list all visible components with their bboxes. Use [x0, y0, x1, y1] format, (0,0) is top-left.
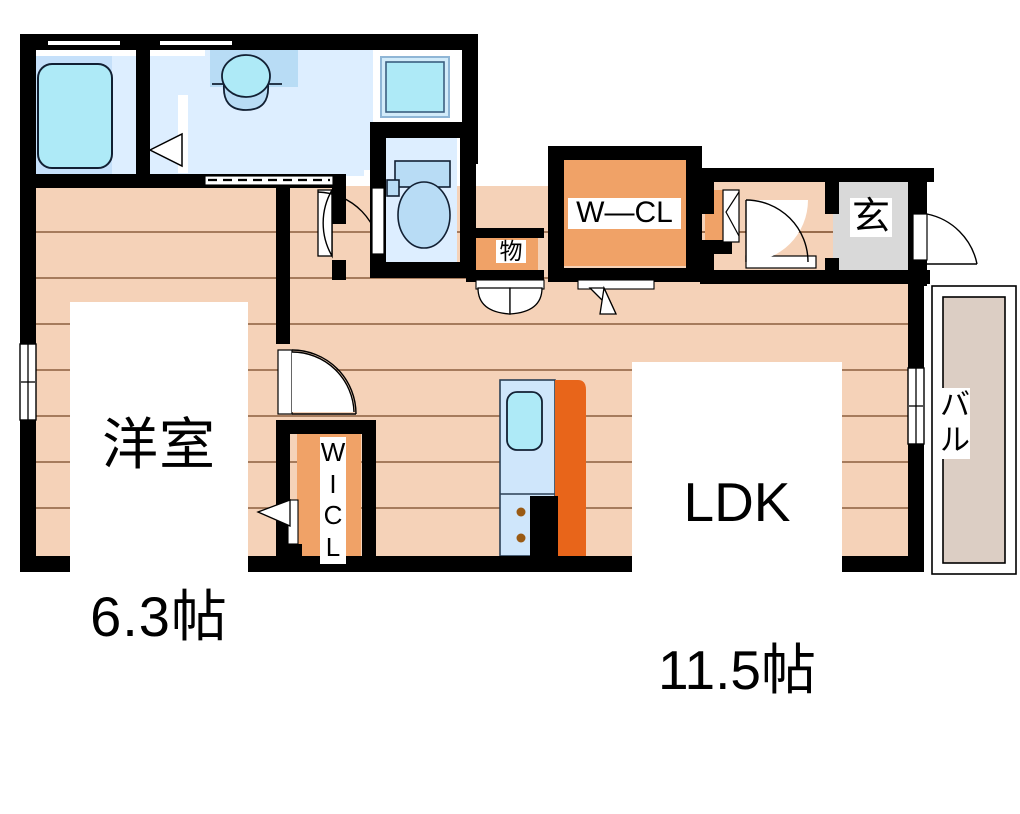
- room-label-bedroom: 洋室 6.3帖: [70, 302, 248, 759]
- room-label-ldk: LDK 11.5帖: [632, 362, 842, 811]
- washroom-door-icon: [317, 187, 381, 259]
- ldk-name: LDK: [683, 471, 791, 534]
- shoebox-door-icon: [722, 189, 740, 243]
- entrance-door-icon: [912, 213, 978, 265]
- kitchen-sink-icon: [499, 379, 556, 557]
- bedroom-area: 6.3帖: [90, 584, 228, 648]
- bathroom-door-icon: [148, 95, 188, 173]
- stove-icon: [530, 380, 586, 556]
- room-label-wic: W I C L: [320, 437, 346, 564]
- room-label-entrance: 玄: [850, 196, 892, 238]
- toilet-door-icon: [371, 187, 385, 255]
- washing-machine-icon: [380, 56, 450, 118]
- washbasin-icon: [210, 47, 298, 111]
- window-icon: [48, 41, 232, 45]
- room-label-walk-in-closet: W—CL: [568, 197, 681, 229]
- storage-door-icon: [475, 279, 545, 315]
- bedroom-name: 洋室: [102, 413, 216, 477]
- wcl-door-icon: [577, 279, 655, 315]
- window-icon: [19, 343, 37, 421]
- hall-door-icon: [745, 199, 817, 269]
- floor-plan: 洋室 6.3帖 LDK 11.5帖 W—CL 物 玄 W I C L バ ル: [19, 34, 1017, 699]
- room-label-balcony: バ ル: [940, 388, 970, 459]
- washroom-sliding-door-icon: [204, 175, 334, 186]
- ldk-area: 11.5帖: [658, 639, 816, 702]
- bathtub-icon: [37, 63, 113, 169]
- room-label-storage: 物: [496, 239, 526, 264]
- window-icon: [907, 367, 925, 445]
- balcony-area: [931, 285, 1017, 575]
- bedroom-door-icon: [277, 349, 357, 415]
- toilet-icon: [386, 160, 451, 249]
- wic-door-icon: [256, 499, 299, 545]
